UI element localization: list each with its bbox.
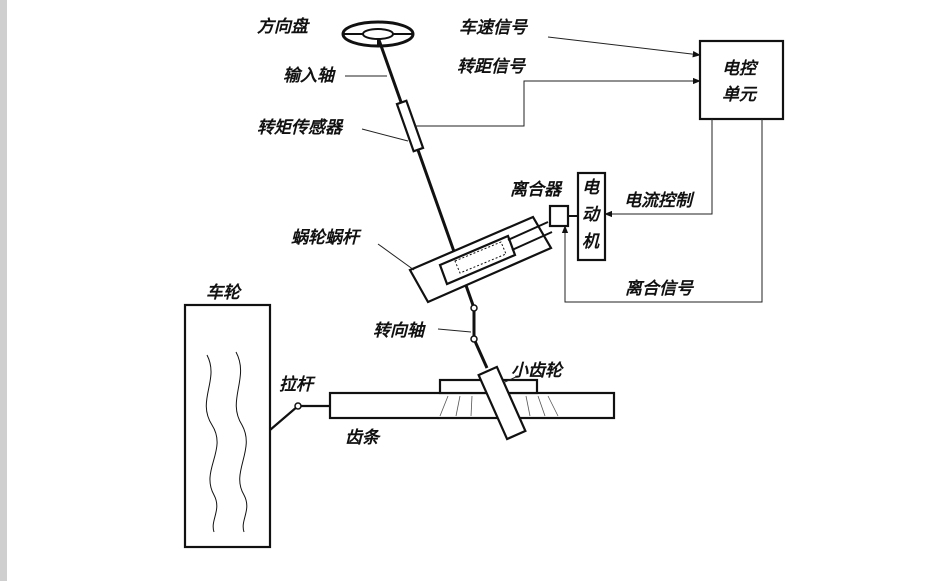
ecu-label-line2: 单元	[722, 85, 758, 105]
wheel	[183, 303, 272, 549]
label-input-shaft: 输入轴	[283, 66, 336, 86]
clutch-box	[548, 204, 570, 228]
label-worm-gear: 蜗轮蜗杆	[291, 228, 362, 248]
left-border-strip	[0, 0, 7, 581]
label-wheel: 车轮	[206, 283, 242, 303]
label-pinion: 小齿轮	[511, 361, 564, 381]
label-clutch-signal: 离合信号	[625, 279, 695, 299]
pinion	[477, 365, 527, 441]
worm-gear-housing	[408, 215, 553, 304]
motor-char-1: 电	[582, 178, 601, 198]
ecu-box	[698, 39, 785, 121]
label-speed-signal: 车速信号	[459, 18, 529, 38]
tie-rod	[269, 402, 330, 431]
torque-sensor	[395, 99, 425, 153]
steering-wheel	[341, 20, 415, 48]
label-rack: 齿条	[345, 428, 381, 448]
label-torque-sensor: 转矩传感器	[257, 118, 344, 138]
motor-box	[576, 171, 607, 262]
motor-char-3: 机	[582, 232, 600, 252]
label-torque-signal: 转距信号	[457, 57, 527, 77]
signal-lines	[415, 36, 763, 303]
label-clutch: 离合器	[510, 180, 563, 200]
steering-shaft	[470, 304, 489, 369]
leader-lines	[345, 75, 519, 383]
rack	[328, 378, 616, 420]
label-steering-wheel: 方向盘	[257, 17, 311, 37]
label-steering-shaft: 转向轴	[373, 321, 426, 341]
ecu-label-line1: 电控	[722, 59, 759, 79]
label-tie-rod: 拉杆	[279, 375, 316, 395]
motor-char-2: 动	[582, 205, 602, 225]
label-current-control: 电流控制	[624, 191, 695, 211]
